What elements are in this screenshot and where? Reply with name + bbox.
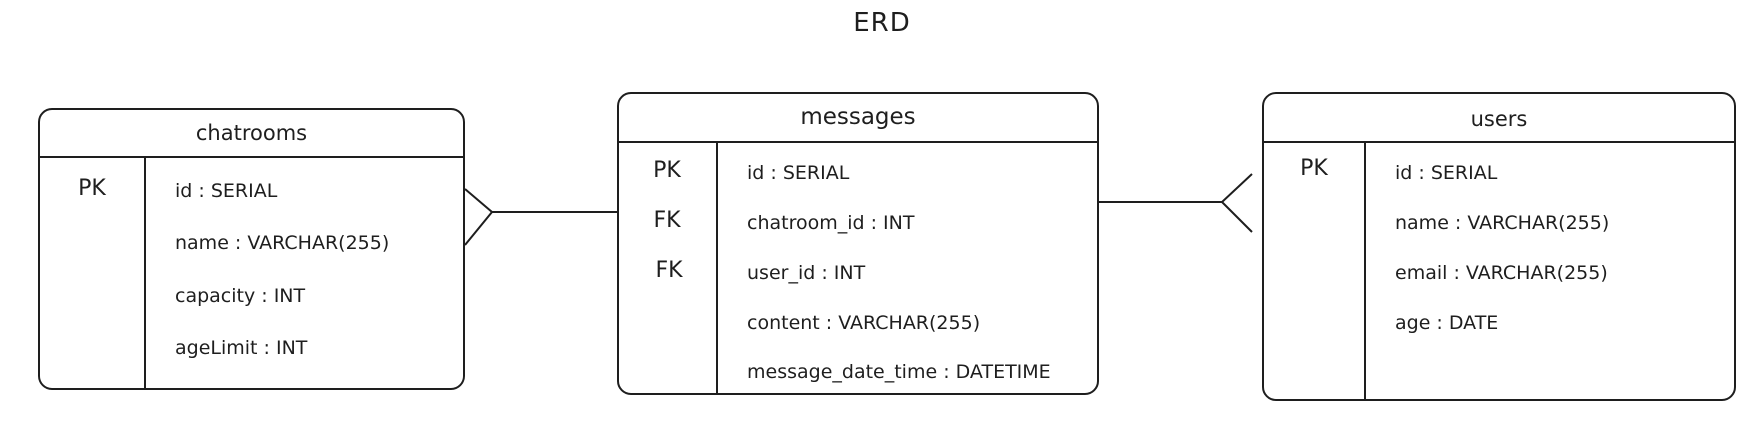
field-row: id : SERIAL bbox=[747, 162, 850, 184]
field-row: id : SERIAL bbox=[1395, 162, 1498, 184]
entity-chatrooms[interactable]: chatrooms PK id : SERIAL name : VARCHAR(… bbox=[38, 108, 465, 390]
field-row: age : DATE bbox=[1395, 312, 1499, 334]
field-row: content : VARCHAR(255) bbox=[747, 312, 981, 334]
entity-name: users bbox=[1470, 107, 1528, 131]
entity-messages[interactable]: messages PK FK FK id : SERIAL chatroom_i… bbox=[617, 92, 1099, 395]
entity-header: messages bbox=[619, 94, 1097, 143]
field-row: chatroom_id : INT bbox=[747, 212, 915, 234]
field-row: name : VARCHAR(255) bbox=[1395, 212, 1610, 234]
column-divider bbox=[1364, 143, 1366, 399]
entity-name: messages bbox=[800, 104, 916, 130]
entity-header: chatrooms bbox=[40, 110, 463, 158]
fk-label: FK bbox=[655, 258, 683, 283]
field-row: id : SERIAL bbox=[175, 180, 278, 202]
field-row: ageLimit : INT bbox=[175, 337, 308, 359]
pk-label: PK bbox=[1300, 156, 1328, 181]
column-divider bbox=[144, 158, 146, 388]
pk-label: PK bbox=[653, 158, 681, 183]
field-row: email : VARCHAR(255) bbox=[1395, 262, 1608, 284]
pk-label: PK bbox=[78, 176, 106, 201]
column-divider bbox=[716, 143, 718, 393]
field-row: capacity : INT bbox=[175, 285, 306, 307]
entity-header: users bbox=[1264, 94, 1734, 143]
field-row: user_id : INT bbox=[747, 262, 866, 284]
field-row: name : VARCHAR(255) bbox=[175, 232, 390, 254]
entity-name: chatrooms bbox=[195, 121, 308, 145]
crowfoot-users bbox=[1220, 173, 1253, 233]
field-row: message_date_time : DATETIME bbox=[747, 361, 1051, 383]
entity-users[interactable]: users PK id : SERIAL name : VARCHAR(255)… bbox=[1262, 92, 1736, 401]
fk-label: FK bbox=[653, 208, 681, 233]
diagram-title: ERD bbox=[853, 8, 911, 38]
crowfoot-chatrooms bbox=[464, 188, 494, 246]
